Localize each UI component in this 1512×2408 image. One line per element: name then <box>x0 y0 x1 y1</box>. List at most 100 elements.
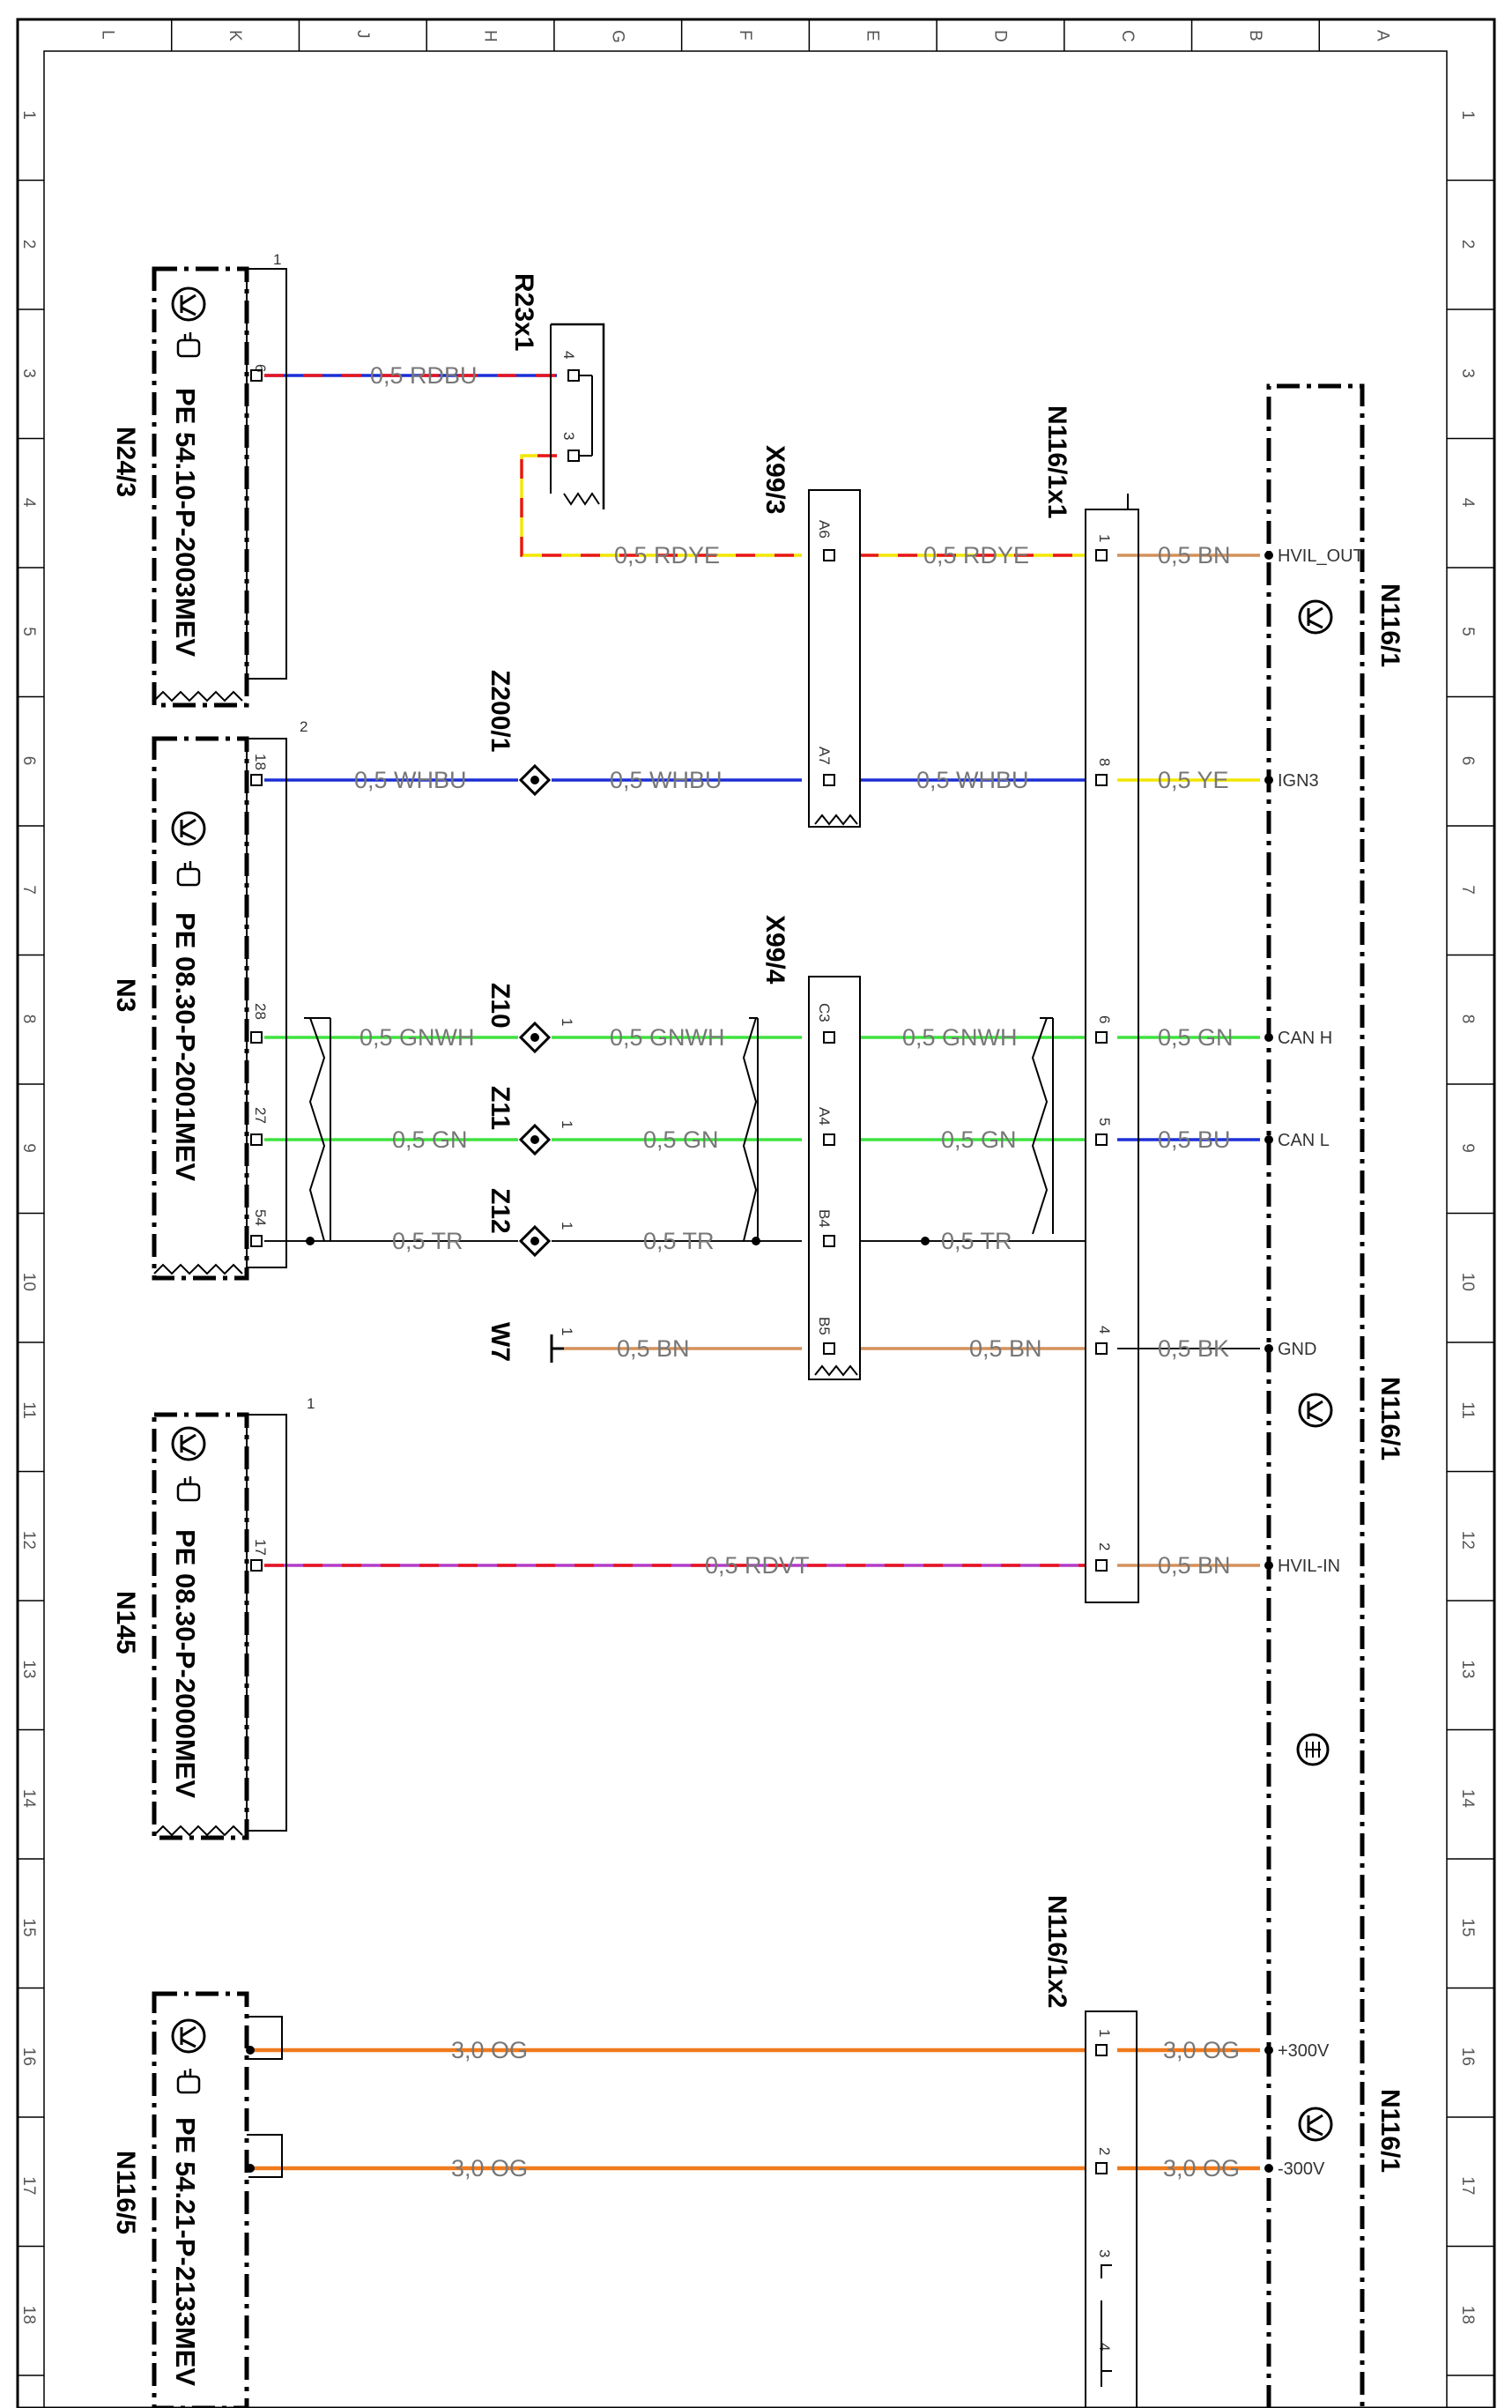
module-n116-1: N116/1 N116/1 N116/1 HVIL_OUT IGN3 CAN H… <box>1264 383 1405 2408</box>
transistor-icon <box>171 811 206 846</box>
grid-row-label: 1 <box>19 110 38 120</box>
connector-name: X99/4 <box>760 915 789 985</box>
transistor-icon <box>171 1426 206 1461</box>
wire-label: 3,0 OG <box>451 2155 528 2181</box>
page-reference: PE 54.21-P-2133MEV <box>170 2117 201 2386</box>
grid-row-label: 11 <box>1458 1401 1477 1419</box>
wire-label: 0,5 BN <box>617 1335 690 1362</box>
module-n116-5: PE 54.21-P-2133MEV N116/5 <box>111 1991 283 2408</box>
page-reference: PE 08.30-P-2000MEV <box>170 1529 201 1798</box>
grid-row-label: 14 <box>19 1789 38 1809</box>
wire-label: 0,5 BU <box>1158 1126 1231 1153</box>
wire-label: 0,5 GNWH <box>610 1024 725 1051</box>
pin-label: A6 <box>816 520 833 539</box>
grid-row-label: 6 <box>1458 756 1477 766</box>
grid-row-label: 17 <box>19 2176 38 2195</box>
grid-row-label: 13 <box>1458 1660 1477 1678</box>
hand-pointer-icon <box>176 861 201 887</box>
pin-label: 4 <box>1096 2343 1113 2351</box>
wire-label: 0,5 RDYE <box>614 542 720 569</box>
pin-label: 6 <box>252 364 269 372</box>
ground-w7: W7 1 <box>485 1322 575 1363</box>
pin-label: 1 <box>559 1018 575 1026</box>
wires <box>246 374 1260 2173</box>
grid-row-label: 18 <box>19 2306 38 2324</box>
wire-label: 0,5 BK <box>1158 1335 1229 1362</box>
wire-label: 0,5 GN <box>941 1126 1017 1153</box>
pin-label: C3 <box>816 1003 833 1022</box>
wire-label: 0,5 GN <box>643 1126 719 1153</box>
wire-label: 0,5 GNWH <box>902 1024 1018 1051</box>
grid-column-label: E <box>863 30 882 41</box>
grid-row-label: 12 <box>1458 1531 1477 1550</box>
pin-label: 5 <box>1096 1118 1113 1126</box>
hand-pointer-icon <box>176 332 201 358</box>
connector-x99-4: X99/4 C3 A4 B4 B5 <box>760 915 861 1380</box>
grid-row-label: 10 <box>19 1273 38 1291</box>
module-name: N116/1 <box>1375 583 1405 667</box>
grid-row-label: 7 <box>1458 885 1477 895</box>
ground-name: W7 <box>485 1322 515 1362</box>
signal-label: -300V <box>1278 2159 1325 2179</box>
grid-column-label: J <box>353 30 372 39</box>
connector-n116-1x1: N116/1x1 1 8 6 5 4 2 <box>1042 405 1139 1603</box>
connector-x99-3: X99/3 A6 A7 <box>760 445 861 828</box>
pin-label: 1 <box>559 1120 575 1128</box>
signal-label: HVIL_OUT <box>1278 546 1364 566</box>
wire-label: 0,5 BN <box>1158 542 1231 569</box>
grid-row-label: 3 <box>19 368 38 378</box>
signal-label: GND <box>1278 1340 1316 1359</box>
grid-column-label: L <box>98 30 116 40</box>
grid-row-label: 9 <box>19 1143 38 1153</box>
grid-row-label: 17 <box>1458 2176 1477 2195</box>
wire-label: 0,5 RDVT <box>705 1552 810 1579</box>
grid-column-label: K <box>226 30 244 41</box>
module-name: N24/3 <box>111 427 140 497</box>
pin-label: 1 <box>1096 534 1113 542</box>
splice-name: Z10 <box>485 983 515 1029</box>
pin-label: 17 <box>252 1539 269 1556</box>
grid-column-label: H <box>481 30 500 42</box>
pin-label: 28 <box>252 1003 269 1020</box>
drawing-area <box>43 50 1448 2408</box>
splice-z200-1: Z200/1 <box>485 670 552 797</box>
module-n24-3: 1 6 PE 54.10-P-2003MEV N24/3 <box>111 251 287 708</box>
pin-label: 3 <box>560 432 577 440</box>
pin-label: 27 <box>252 1107 269 1124</box>
grid-row-label: 2 <box>19 240 38 249</box>
grid-row-label: 1 <box>1458 110 1477 120</box>
grid-row-label: 16 <box>1458 2048 1477 2066</box>
signal-label: CAN L <box>1278 1131 1330 1150</box>
pin-label: 1 <box>1096 2029 1113 2037</box>
pin-label: 6 <box>1096 1015 1113 1023</box>
pin-label: B4 <box>816 1209 833 1228</box>
grid-row-label: 15 <box>1458 1918 1477 1936</box>
splice-z12: Z12 1 <box>485 1188 575 1258</box>
wire-label: 0,5 GN <box>1158 1024 1234 1051</box>
connector-name: N116/1x2 <box>1042 1895 1071 2008</box>
connector-name: R23x1 <box>509 273 538 351</box>
module-name: N116/1 <box>1375 1377 1405 1460</box>
grid-row-label: 6 <box>19 756 38 766</box>
grid-row-label: 2 <box>1458 240 1477 249</box>
module-name: N3 <box>111 978 140 1012</box>
connector-r23x1: R23x1 4 3 <box>509 273 605 509</box>
grid-row-label: 14 <box>1458 1789 1477 1809</box>
grid-row-label: 16 <box>19 2048 38 2066</box>
module-number: 2 <box>300 718 308 735</box>
splice-z11: Z11 1 <box>485 1086 575 1156</box>
splice-name: Z12 <box>485 1188 515 1234</box>
module-n3: 2 18 28 27 54 PE 08.30-P-2001MEV N3 <box>111 718 308 1281</box>
connector-name: X99/3 <box>760 445 789 514</box>
grid-column-label: A <box>1374 30 1392 41</box>
pin-label: 1 <box>559 1222 575 1230</box>
pin-label: 3 <box>1096 2249 1113 2257</box>
signal-label: CAN H <box>1278 1029 1332 1048</box>
grid-row-label: 13 <box>19 1660 38 1678</box>
connector-n116-1x2: N116/1x2 1 2 3 4 <box>1042 1895 1138 2408</box>
module-name: N145 <box>111 1591 140 1654</box>
wire-label: 3,0 OG <box>451 2037 528 2063</box>
pin-label: 4 <box>560 351 577 359</box>
wire-label: 0,5 TR <box>941 1228 1012 1254</box>
